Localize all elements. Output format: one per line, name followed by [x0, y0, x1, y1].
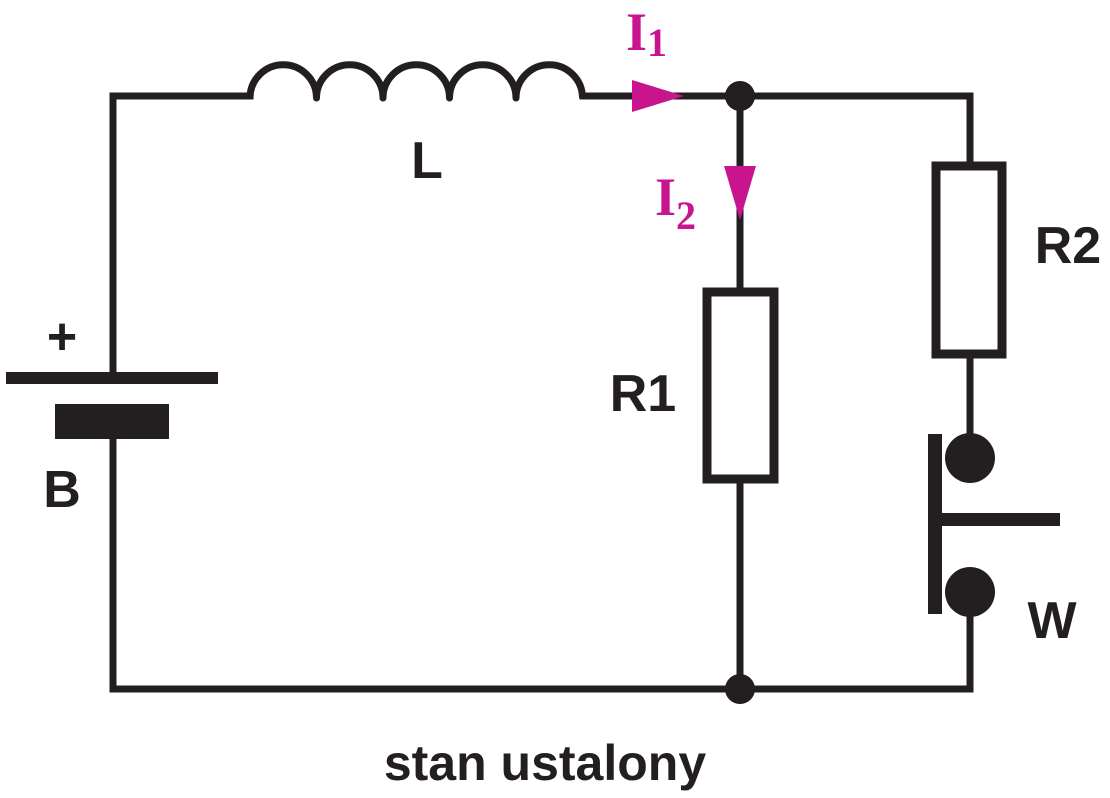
- resistor-r1-label: R1: [610, 365, 676, 423]
- switch-bar: [928, 434, 942, 614]
- battery-positive-plate: [6, 372, 218, 384]
- resistor-r1: [702, 287, 779, 484]
- battery: [6, 372, 218, 439]
- wire-switch-to-bottom: [109, 433, 974, 693]
- resistor-r2: [931, 161, 1007, 359]
- wire-left-top: [109, 92, 254, 381]
- switch-contact-top: [945, 433, 995, 483]
- current-i1-label: I1: [626, 2, 667, 65]
- switch-label: W: [1027, 592, 1077, 650]
- inductor-coil: [246, 61, 586, 102]
- battery-label: B: [43, 461, 81, 519]
- resistor-r2-label: R2: [1035, 217, 1101, 275]
- current-i2-arrow-icon: [724, 166, 756, 220]
- switch-actuator: [942, 513, 1060, 526]
- switch-contact-bottom: [945, 567, 995, 617]
- push-switch: [928, 433, 1060, 617]
- battery-negative-plate: [55, 404, 169, 439]
- wire-top: [579, 92, 974, 166]
- diagram-caption: stan ustalony: [384, 735, 706, 791]
- inductor-label: L: [411, 132, 443, 190]
- current-i1-arrow-icon: [632, 80, 684, 112]
- junction-node-bottom: [725, 674, 755, 704]
- current-i2-label: I2: [655, 167, 696, 238]
- junction-node-top: [725, 81, 755, 111]
- wires: [109, 92, 974, 693]
- battery-plus-label: +: [47, 308, 77, 366]
